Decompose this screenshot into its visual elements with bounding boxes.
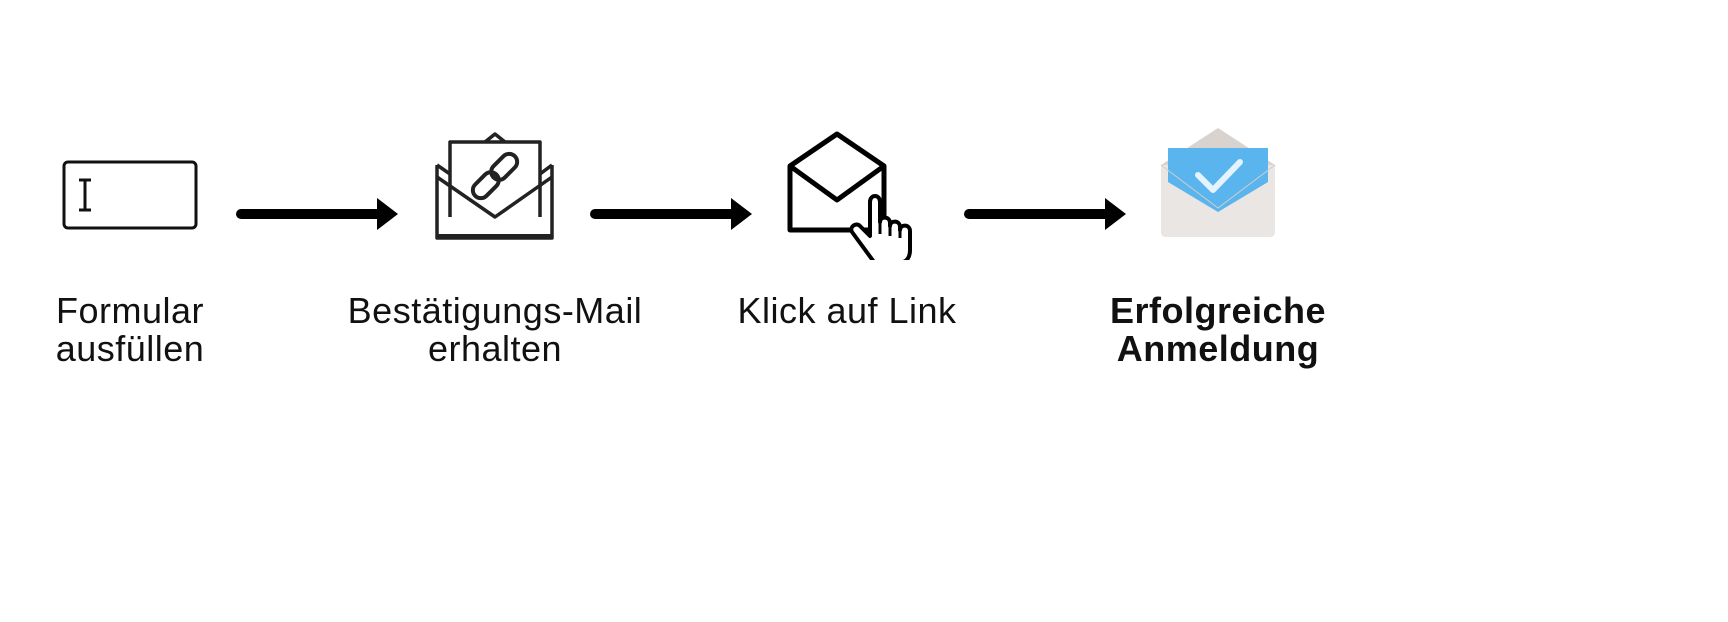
envelope-check-icon [1138,120,1298,280]
arrow-right-icon [964,198,1126,230]
step-click-link: Klick auf Link [687,120,1007,330]
step-receive-mail: Bestätigungs-Mail erhalten [335,120,655,368]
arrow-right-icon [236,198,398,230]
envelope-click-icon [767,120,927,280]
envelope-link-icon [415,120,575,280]
step-label: Formular ausfüllen [55,290,205,369]
step-fill-form: Formular ausfüllen [0,120,290,368]
step-label: Klick auf Link [737,290,957,331]
arrow-right-icon [590,198,752,230]
step-successful-signup: Erfolgreiche Anmeldung [1058,120,1378,368]
text-input-icon [50,120,210,280]
step-label: Bestätigungs-Mail erhalten [347,290,643,369]
step-label: Erfolgreiche Anmeldung [1109,290,1327,369]
